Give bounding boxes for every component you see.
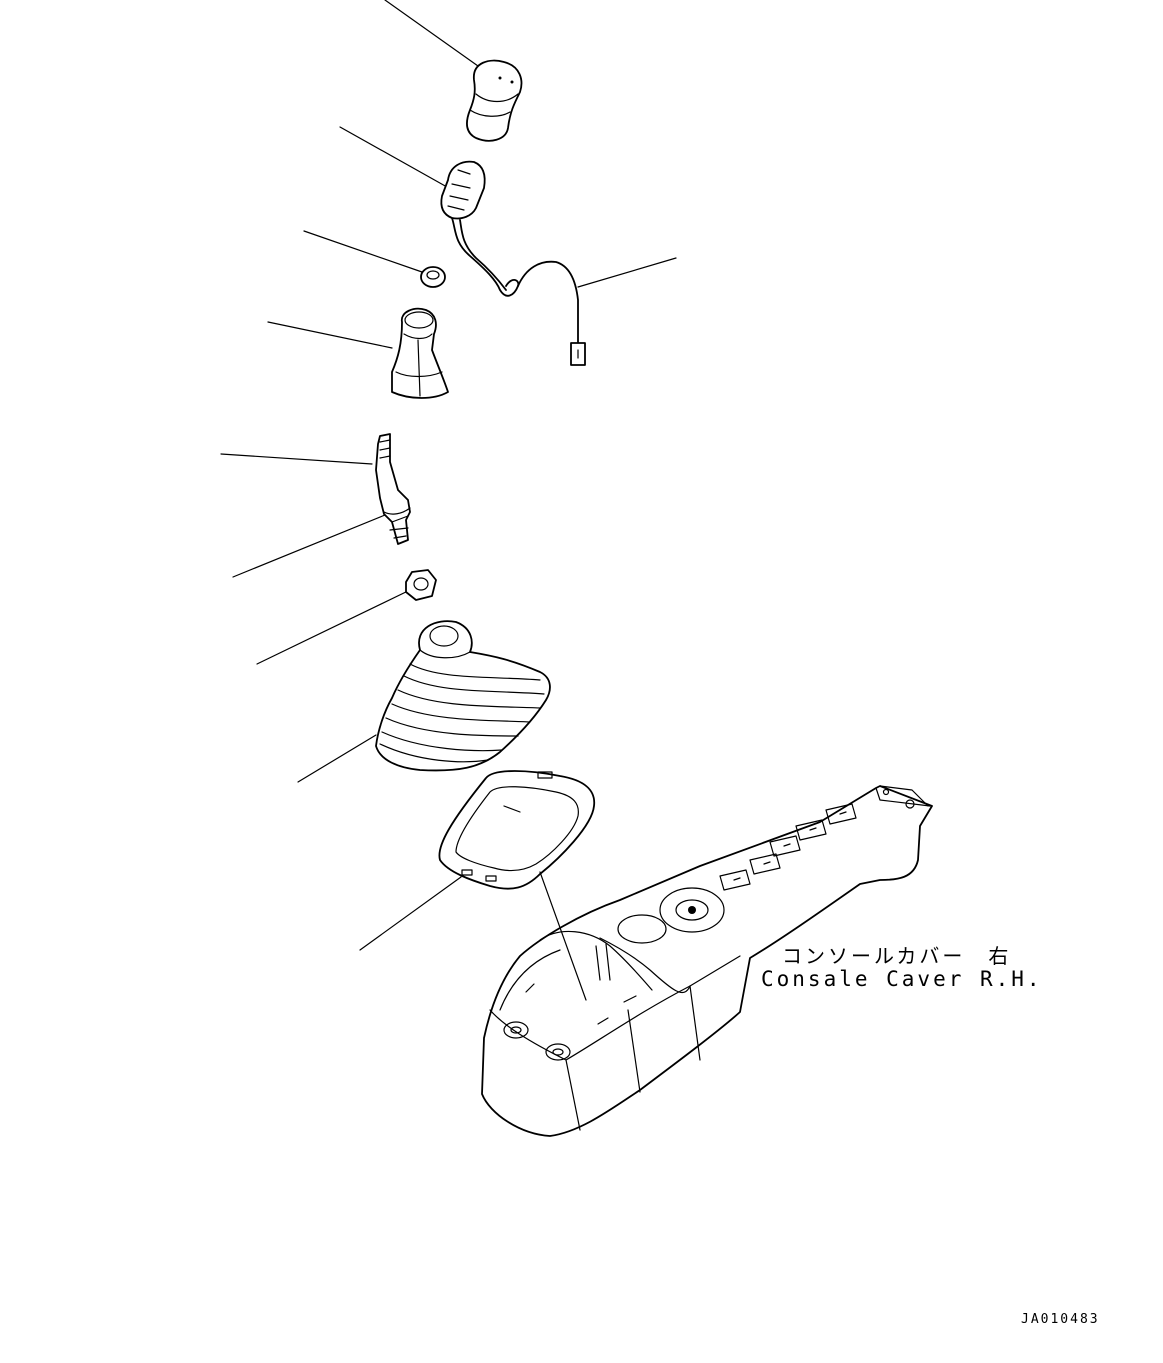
drawing-number-label: JA010483 — [1021, 1312, 1100, 1327]
sleeve-part — [391, 307, 449, 399]
leader-line-washer — [303, 230, 423, 273]
leader-line-sleeve — [267, 321, 393, 349]
leader-line-nut — [256, 589, 411, 665]
leader-line-plate — [359, 876, 462, 951]
leader-line-knob — [384, 0, 479, 67]
leader-line-switch — [339, 126, 448, 188]
console-cover-part — [481, 785, 933, 1137]
part-name-jp-label: コンソールカバー 右 — [782, 944, 1012, 968]
leader-line-harness — [577, 257, 677, 288]
part-name-en-label: Consale Caver R.H. — [761, 967, 1043, 991]
frame-plate-part — [438, 770, 595, 890]
lever-part — [375, 433, 411, 545]
leader-line-boot — [297, 734, 377, 783]
knob-part — [466, 59, 523, 142]
leader-line-lever — [220, 453, 373, 465]
washer-part — [420, 266, 446, 288]
leader-lines — [220, 0, 677, 951]
boot-part — [375, 620, 551, 772]
leader-line-lever-nut — [232, 514, 386, 578]
nut-part — [405, 569, 437, 601]
switch-harness-part — [440, 160, 586, 366]
